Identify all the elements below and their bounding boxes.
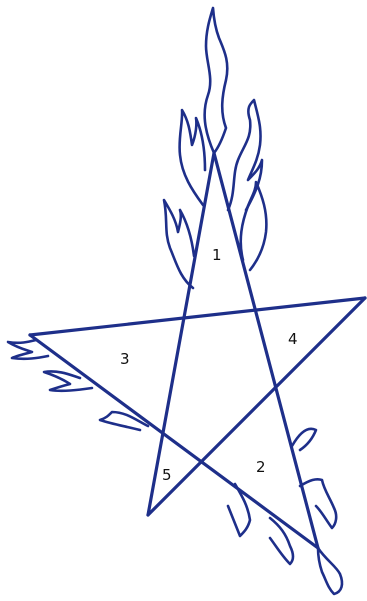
region-label-3: 3 xyxy=(120,350,130,368)
region-label-2: 2 xyxy=(256,458,266,476)
flame-top-right xyxy=(228,100,262,210)
flame-mid-right xyxy=(241,182,267,270)
flame-left-arm-3 xyxy=(100,412,148,430)
flame-bottom-1 xyxy=(228,484,250,536)
flame-top-left xyxy=(180,110,205,205)
pentagram-outline xyxy=(30,153,365,548)
region-label-1: 1 xyxy=(212,246,222,264)
region-label-5: 5 xyxy=(162,466,172,484)
flame-mid-left xyxy=(164,200,194,288)
flame-right-arm-1 xyxy=(292,429,316,450)
flame-top-center xyxy=(205,8,228,153)
region-label-4: 4 xyxy=(288,330,298,348)
flame-bottom-2 xyxy=(270,518,293,564)
flame-decorations xyxy=(8,8,342,594)
star-line-left-to-right xyxy=(30,298,365,335)
flame-bottom-3 xyxy=(318,548,342,594)
